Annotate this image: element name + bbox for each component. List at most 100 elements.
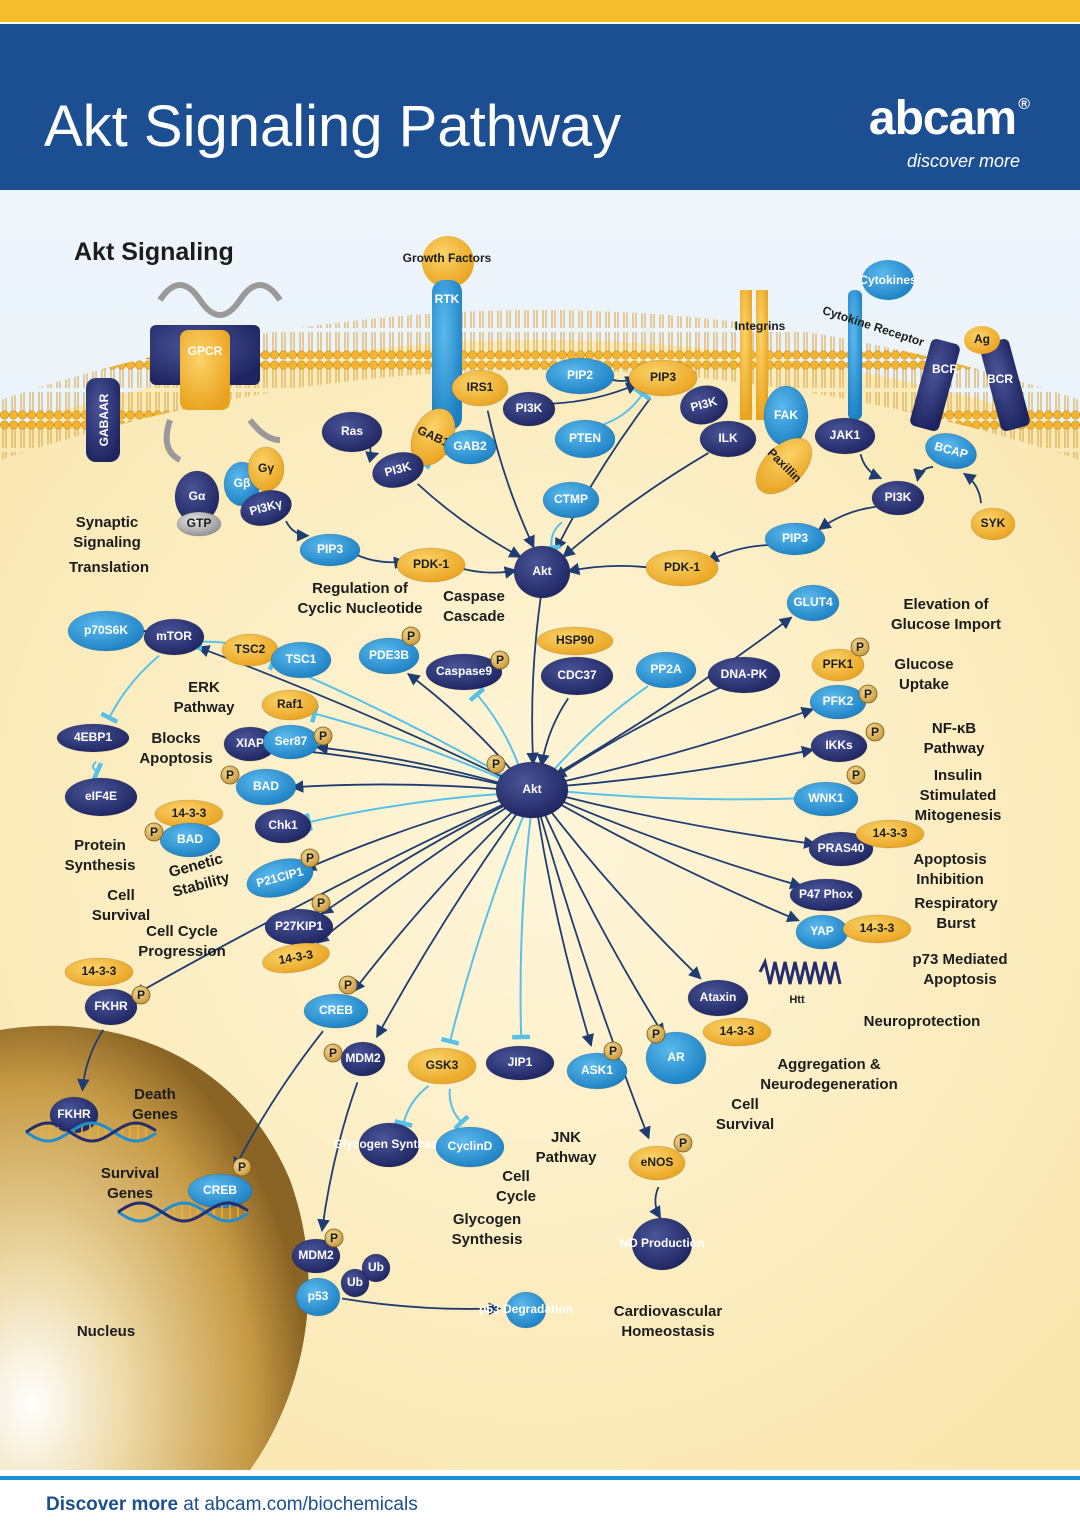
node-shape [361,1253,391,1283]
node-shape [340,1268,370,1298]
node-gg: Gγ [247,446,285,492]
node-shape [67,610,145,652]
node-label: PFK2 [823,694,854,708]
node-pdk1-left: PDK-1 [396,547,466,583]
node-label: PDE3B [369,648,409,662]
svg-text:GPCR: GPCR [188,344,223,358]
node-shape [755,437,813,495]
node-label: eNOS [641,1155,674,1169]
outcome-aggregation: Aggregation &Neurodegeneration [760,1056,898,1093]
node-shape [187,1173,253,1209]
htt-protein-chain [758,957,842,985]
node-shape [358,637,420,675]
node-label: PIP3 [782,531,808,545]
inhibition-pten-to-pip3_top [603,387,652,426]
node-label: YAP [810,924,834,938]
svg-text:P: P [871,725,879,739]
node-label: AR [667,1050,685,1064]
plasma-membrane [0,310,1080,460]
node-pip2: PIP2 [545,357,615,395]
node-ub2: Ub [361,1253,391,1283]
node-ub1: Ub [340,1268,370,1298]
node-shape [536,626,614,656]
inhibition-akt_center-to-jip1 [512,813,532,1040]
node-label: BAD [177,832,203,846]
svg-text:P: P [496,653,504,667]
logo-wordmark: abcam [868,92,1017,145]
node-gtp: GTP [176,511,222,537]
activation-jak1-to-pi3k_right [859,454,883,480]
node-shape [261,689,319,721]
abcam-logo[interactable]: abcam ® discover more [840,94,1030,174]
activation-akt_center-to-ser87 [315,742,509,787]
phospho-badge: P [490,650,510,670]
activation-mdm2_top-to-mdm2_bot [317,1082,359,1232]
node-shape [291,1238,341,1274]
node-fkhr-dna: FKHR [49,1096,99,1134]
phospho-badge: P [338,975,358,995]
svg-text:P: P [137,988,145,1002]
svg-text:Integrins: Integrins [735,319,786,333]
node-shape [554,419,616,459]
node-label: Raf1 [277,697,303,711]
phospho-badge: P [232,1157,252,1177]
activation-akt_center-to-mdm2_top [376,809,520,1039]
activation-akt_center-to-p1433_p27 [316,803,513,944]
node-shape [808,831,874,867]
dna-helix-creb [117,1201,249,1223]
phospho-badge: P [865,722,885,742]
activation-akt_center-to-glut4 [551,616,793,778]
node-label: GLUT4 [793,595,833,609]
phospho-badge: P [850,637,870,657]
node-label: Akt [532,564,551,578]
node-shape [793,781,859,817]
node-ras: Ras [321,411,383,453]
activation-akt_center-to-ataxin [547,807,702,980]
node-shape [871,480,925,516]
node-label: Caspase9 [436,664,492,678]
node-shape [235,768,297,806]
node-paxillin: Paxillin [755,437,813,495]
activation-akt_center-to-p47 [554,797,803,890]
node-shape [56,723,130,753]
phospho-badge: P [313,726,333,746]
activation-akt_center-to-enos [538,812,651,1140]
svg-text:P: P [317,896,325,910]
node-shape [635,651,697,689]
node-shape [699,420,757,458]
svg-text:P: P [306,851,314,865]
node-label: PIP2 [567,368,593,382]
node-label: TSC1 [286,652,317,666]
activation-syk-to-bcap [962,472,982,504]
inhibition-gsk3-to-cyclind [448,1088,470,1131]
node-p1433-yap: 14-3-3 [842,914,912,944]
phospho-badge: P [131,985,151,1005]
node-label: P27KIP1 [275,919,323,933]
footer-link[interactable]: Discover more at abcam.com/biochemicals [46,1494,418,1516]
integrins: Integrins [735,290,786,420]
svg-text:P: P [226,768,234,782]
node-shape [545,357,615,395]
node-syk: SYK [970,507,1016,541]
node-label: 14-3-3 [860,921,895,935]
node-shape [299,533,361,567]
phospho-badge: P [323,1043,343,1063]
node-label: PTEN [569,431,601,445]
node-caspase9: Caspase9 P [425,650,510,691]
node-shape [679,385,729,425]
outcome-nucleus: Nucleus [77,1323,135,1340]
node-label: FKHR [57,1107,91,1121]
node-shape [702,1017,772,1047]
svg-text:P: P [330,1231,338,1245]
node-shape [631,1217,693,1271]
node-label: IRS1 [467,380,494,394]
node-shape [64,777,138,817]
